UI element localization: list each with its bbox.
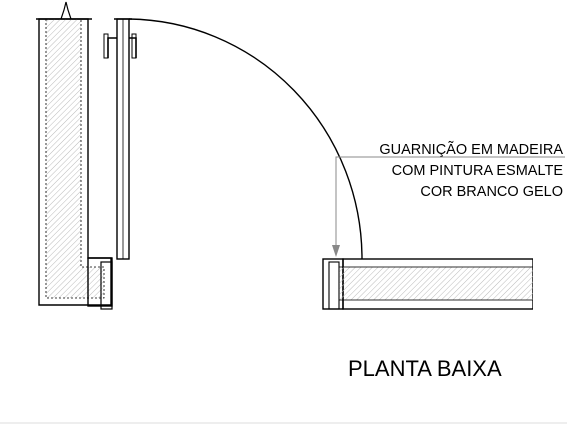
annotation-line-3: COR BRANCO GELO bbox=[420, 184, 563, 200]
right-wall-cover bbox=[533, 255, 567, 313]
annotation-line-1: GUARNIÇÃO EM MADEIRA bbox=[379, 141, 563, 158]
right-wall-hatch bbox=[338, 266, 540, 301]
break-symbol bbox=[60, 1, 72, 20]
left-wall-hatch bbox=[45, 18, 105, 299]
door-swing-arc bbox=[128, 18, 363, 260]
door-handle-plate-right bbox=[131, 33, 137, 59]
door-frame-stop bbox=[100, 261, 113, 310]
door-handle-plate bbox=[103, 33, 109, 59]
drawing-title: PLANTA BAIXA bbox=[348, 356, 502, 381]
leader-arrow bbox=[332, 245, 340, 257]
leader-line bbox=[335, 156, 565, 255]
annotation-line-2: COM PINTURA ESMALTE bbox=[392, 163, 564, 179]
right-frame-stop bbox=[328, 261, 340, 310]
